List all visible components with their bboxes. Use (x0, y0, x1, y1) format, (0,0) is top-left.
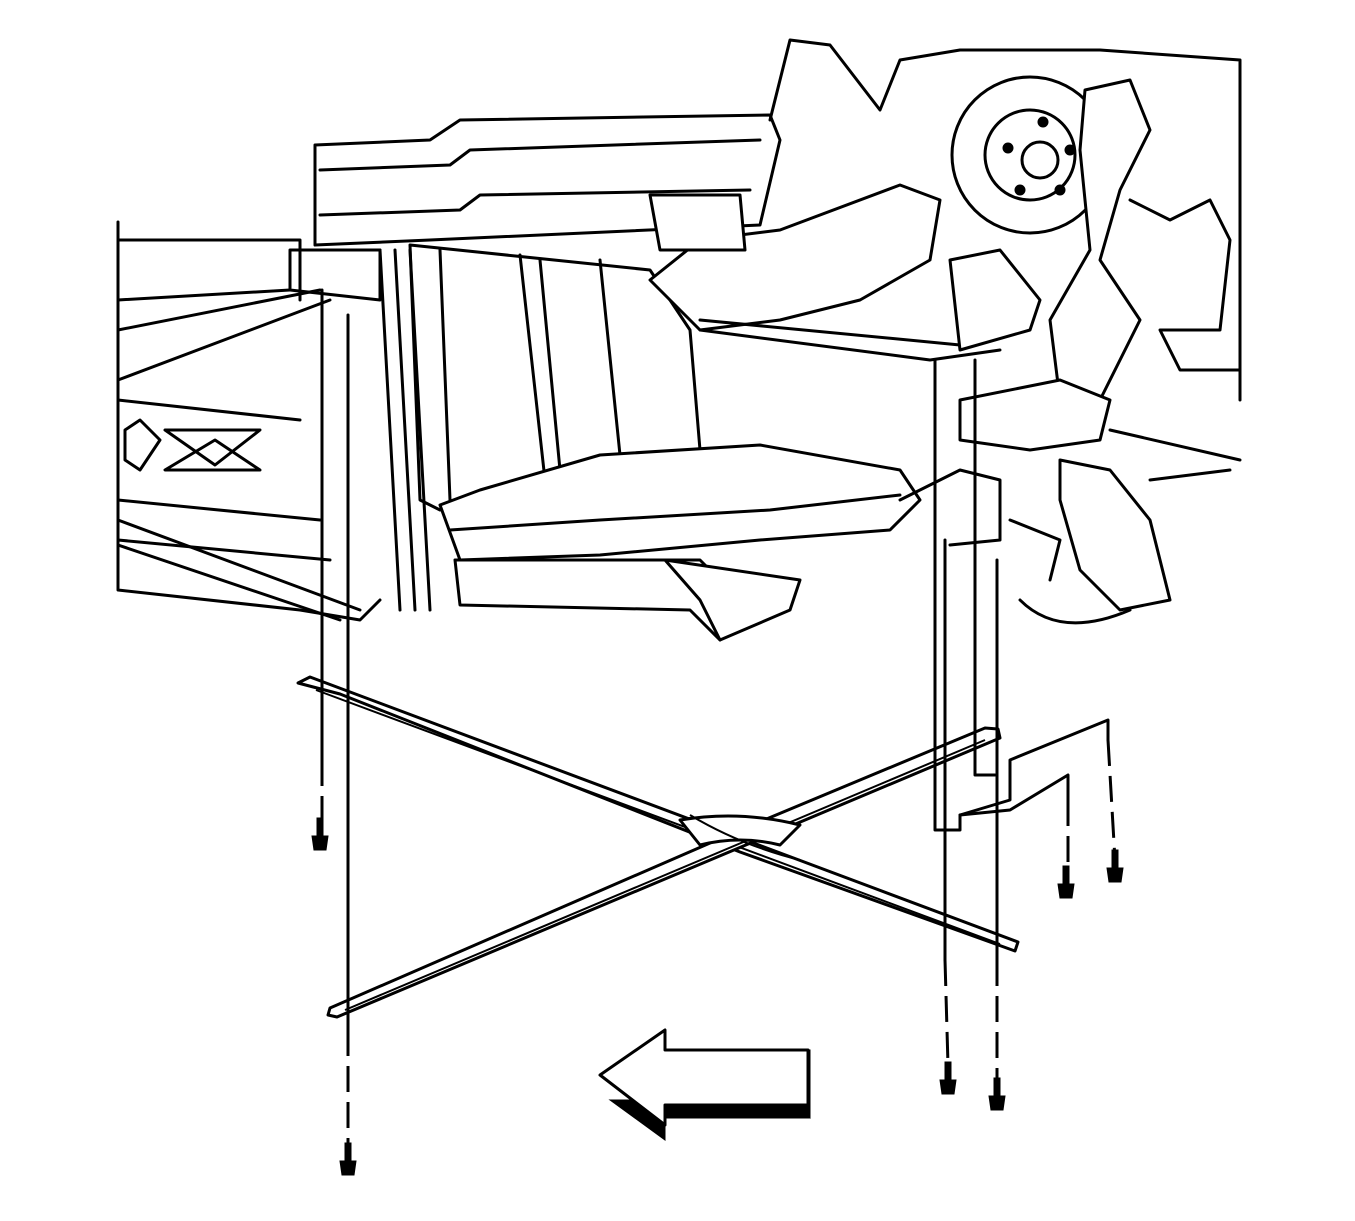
x-brace (296, 675, 1020, 1019)
bolts (311, 817, 1124, 1176)
bolt (939, 1061, 957, 1095)
bolt (311, 817, 329, 851)
bolt (1106, 849, 1124, 883)
vehicle-underbody (116, 38, 1242, 642)
bolt (988, 1077, 1006, 1111)
leader-lines (320, 288, 1117, 1145)
bolt (339, 1142, 357, 1176)
bolt (1057, 865, 1075, 899)
left-arrow-icon (598, 1028, 811, 1141)
